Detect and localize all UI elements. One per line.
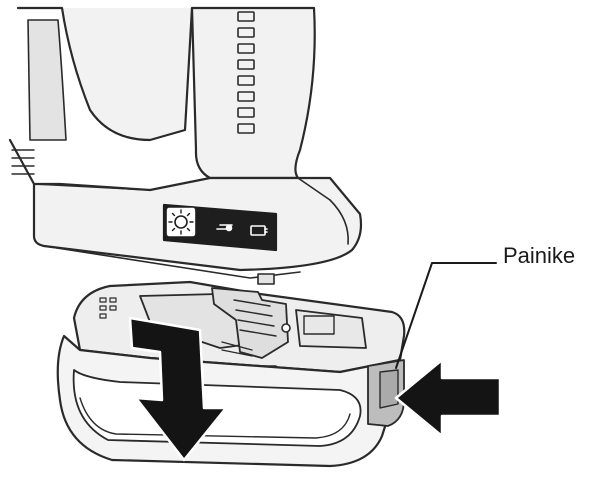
callout-label-button: Painike	[503, 243, 576, 268]
tool-side-panel	[27, 19, 67, 141]
battery-pack	[56, 280, 406, 468]
grip-ribs	[237, 11, 255, 134]
tool-underside	[43, 245, 301, 279]
left-arrow-icon	[394, 358, 502, 438]
down-arrow-icon	[128, 316, 228, 462]
tool-latch-tab	[257, 273, 275, 285]
light-icon	[165, 206, 197, 238]
tool-base	[8, 138, 363, 272]
tool-housing-left	[16, 6, 194, 142]
speed-icon	[216, 224, 233, 232]
callout-leader-line	[395, 262, 497, 369]
battery-icon	[250, 225, 268, 236]
battery-connector	[295, 309, 367, 349]
tool-body	[8, 6, 363, 285]
battery-vents	[99, 297, 117, 319]
control-panel	[162, 203, 278, 252]
